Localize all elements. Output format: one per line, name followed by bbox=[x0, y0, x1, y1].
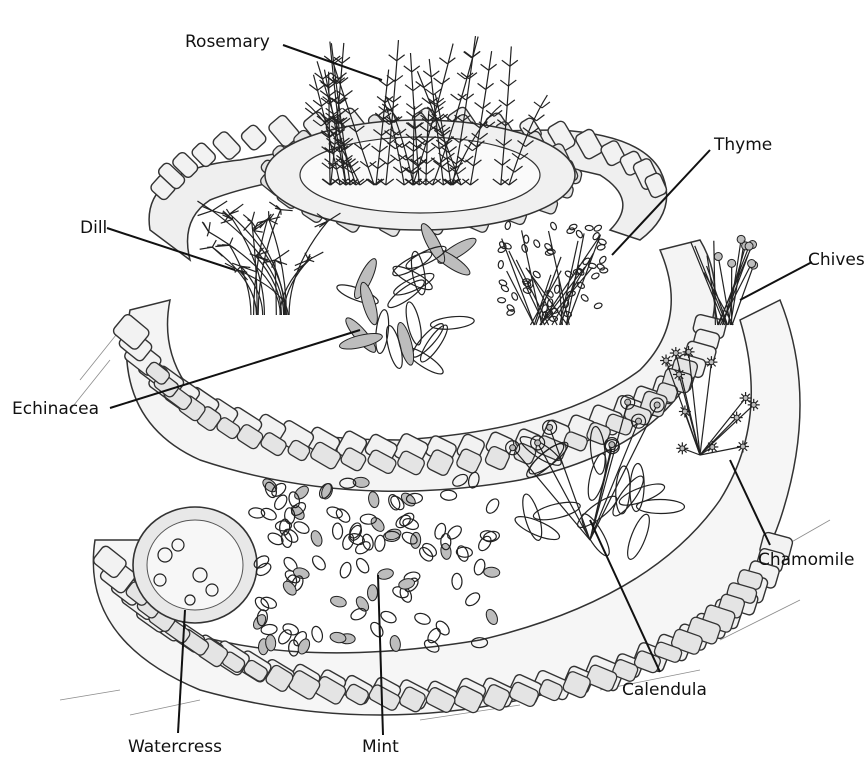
stone bbox=[239, 123, 267, 152]
label-watercress: Watercress bbox=[128, 737, 222, 757]
mint-plant bbox=[248, 471, 501, 656]
watercress-pool bbox=[133, 507, 257, 623]
echinacea-plant bbox=[335, 221, 479, 378]
thyme-plant bbox=[497, 221, 608, 325]
label-chamomile: Chamomile bbox=[758, 550, 855, 570]
label-calendula: Calendula bbox=[622, 680, 707, 700]
label-dill: Dill bbox=[80, 218, 107, 238]
label-chives: Chives bbox=[808, 250, 865, 270]
label-rosemary: Rosemary bbox=[185, 32, 270, 52]
label-echinacea: Echinacea bbox=[12, 399, 99, 419]
label-thyme: Thyme bbox=[713, 135, 772, 155]
label-mint: Mint bbox=[362, 737, 399, 757]
